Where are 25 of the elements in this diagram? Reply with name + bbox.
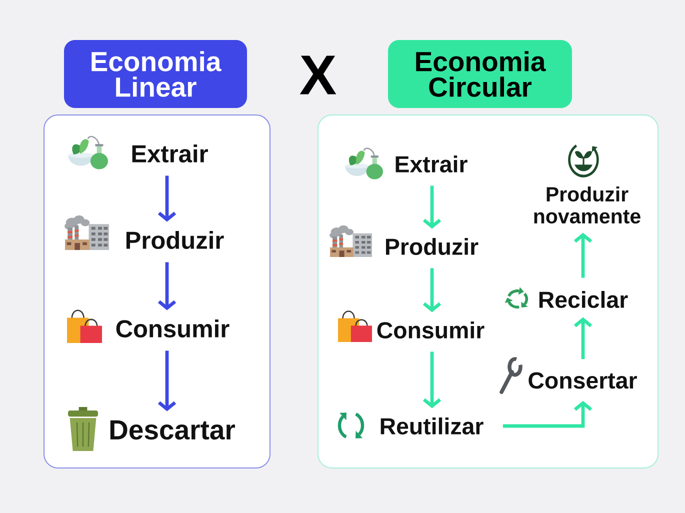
heading-box: Economia Linear <box>64 40 247 108</box>
arrow <box>574 317 592 360</box>
step-label: Consertar <box>528 372 637 389</box>
arrow <box>158 262 176 310</box>
panel-box <box>44 114 270 468</box>
step-label: Reciclar <box>539 290 628 308</box>
arrow <box>502 400 592 428</box>
arrow <box>422 268 442 312</box>
step-label: Descartar <box>110 420 235 440</box>
versus-label: X <box>300 56 336 94</box>
step-label: Produzir novamente <box>534 186 640 224</box>
panel-box <box>318 114 658 468</box>
step-label: Extrair <box>396 155 468 173</box>
step-label: Consumir <box>116 320 230 338</box>
arrow <box>158 350 176 412</box>
step-label: Extrair <box>132 144 208 162</box>
step-label: Produzir <box>126 231 224 249</box>
step-label: Reutilizar <box>380 417 484 435</box>
heading-box: Economia Circular <box>388 40 572 108</box>
arrow <box>422 352 442 408</box>
arrow <box>158 176 176 222</box>
step-label: Produzir <box>386 238 478 256</box>
arrow <box>574 232 592 278</box>
arrow <box>422 186 442 229</box>
step-label: Consumir <box>377 321 484 339</box>
